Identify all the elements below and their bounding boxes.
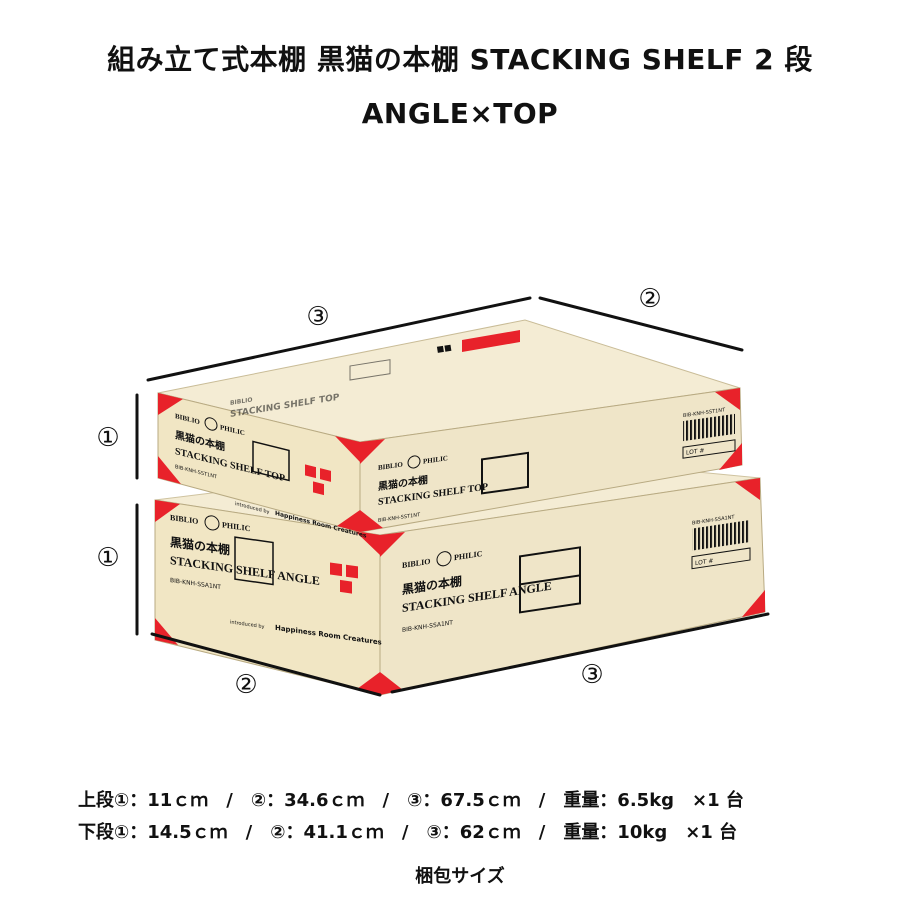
brand-label: BIBLIO [378, 460, 403, 472]
corner-mark [337, 510, 360, 532]
brand-label: PHILIC [423, 454, 448, 465]
lot-box [682, 439, 736, 459]
dimension-lines [135, 296, 770, 697]
corner-mark [360, 439, 385, 464]
dim-label-2-top: ② [638, 284, 661, 314]
corner-mark [735, 478, 760, 500]
dim-label-2-bottom: ② [234, 670, 257, 700]
corner-mark [742, 590, 765, 617]
brand-label: BIBLIO [230, 396, 252, 407]
handling-icon [330, 562, 342, 577]
dim-label-1-upper: ① [96, 423, 119, 453]
top-face-mark: ■■ [436, 343, 452, 354]
handling-icon [305, 464, 316, 479]
corner-mark [335, 436, 360, 462]
cat-logo-icon [436, 551, 452, 567]
barcode [683, 413, 735, 442]
cat-logo-icon [407, 455, 421, 469]
handling-icon [340, 579, 352, 594]
lot-label: LOT # [686, 447, 704, 457]
spec-upper: 上段①：11ｃｍ / ②：34.6ｃｍ / ③：67.5ｃｍ / 重量：6.5k… [78, 790, 744, 811]
brand-label: BIBLIO [402, 557, 430, 570]
corner-mark [715, 388, 740, 410]
corner-mark [719, 443, 742, 470]
handling-icon [346, 564, 358, 579]
handling-icon [313, 481, 324, 496]
product-title: 組み立て式本棚 黒猫の本棚 STACKING SHELF 2 段 [107, 43, 813, 76]
corner-mark [380, 532, 405, 557]
lot-label: LOT # [695, 557, 713, 567]
product-subtitle: ANGLE×TOP [361, 97, 559, 130]
corner-mark [158, 393, 183, 415]
top-box: ■■ BIBLIO STACKING SHELF TOP BIBLIO PHIL… [157, 319, 743, 540]
corner-mark [355, 531, 380, 555]
lot-box [691, 547, 751, 570]
dim-label-3-bottom: ③ [580, 660, 603, 690]
corner-mark [155, 500, 180, 522]
dimension-labels: ③ ② ① ① ② ③ [96, 284, 661, 700]
shelf-outline-icon [481, 451, 529, 495]
brand-label: PHILIC [454, 549, 483, 562]
corner-mark [360, 510, 383, 532]
brand-label: PHILIC [222, 520, 251, 533]
shelf-outline-icon [234, 536, 274, 586]
dim-label-1-lower: ① [96, 543, 119, 573]
top-red-label [462, 330, 520, 352]
dim-label-3-top: ③ [306, 302, 329, 332]
barcode [692, 519, 750, 551]
handling-icon [320, 468, 331, 482]
corner-mark [158, 456, 181, 484]
brand-label: BIBLIO [170, 513, 198, 526]
cat-logo-icon [204, 515, 220, 531]
corner-mark [380, 672, 403, 695]
shelf-outline-icon [349, 359, 391, 381]
caption: 梱包サイズ [415, 866, 505, 887]
shelf-outline-icon [252, 440, 290, 482]
spec-lower: 下段①：14.5ｃｍ / ②：41.1ｃｍ / ③：62ｃｍ / 重量：10kg… [78, 822, 738, 843]
maker-prefix: introduced by [230, 619, 265, 630]
cat-logo-icon [204, 417, 218, 431]
